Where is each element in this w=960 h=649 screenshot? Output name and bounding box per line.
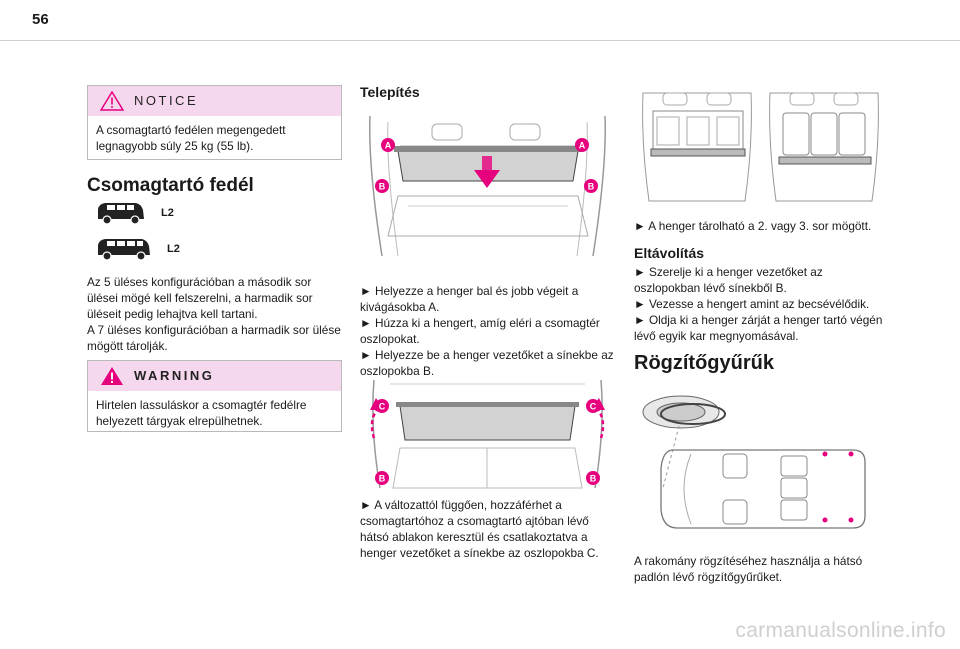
vehicle-row-2: L2 [95,236,180,262]
removal-line: ► Vezesse a hengert amint az becsévélődi… [634,297,870,311]
notice-header: NOTICE [88,86,341,116]
cargo-cover-diagram: A A B B [369,115,606,257]
notice-title: NOTICE [134,93,199,108]
warning-icon [101,367,123,385]
warning-line: helyezett tárgyak elrepülhetnek. [96,414,263,428]
intro-line: ülései mögé kell felszerelni, a harmadik… [87,291,313,305]
step-line: hátsó ablakon keresztül és csatlakoztatv… [360,530,588,544]
removal-title: Eltávolítás [634,245,705,261]
removal-line: ► Oldja ki a henger zárját a henger tart… [634,313,883,327]
removal-line: lévő egyik kar megnyomásával. [634,329,799,343]
step-line: henger vezetőket a sínekbe az oszlopokba… [360,546,599,560]
notice-line: A csomagtartó fedélen megengedett [96,123,286,137]
notice-line: legnagyobb súly 25 kg (55 lb). [96,139,254,153]
vehicle-label: L2 [161,207,174,219]
vehicle-row-1: L2 [95,200,174,226]
step-line: ► Húzza ki a hengert, amíg eléri a csoma… [360,316,600,330]
label-a-right: A [575,138,589,152]
step-line: ► A változattól függően, hozzáférhet a [360,498,562,512]
van-short-icon [98,203,144,225]
step-line: oszlopokba B. [360,364,435,378]
anchor-line: A rakomány rögzítéséhez használja a háts… [634,554,863,568]
header-divider [0,40,960,41]
anchor-ring-icon [642,395,726,429]
svg-text:A: A [385,141,392,151]
intro-line: Az 5 üléses konfigurációban a második so… [87,275,312,289]
svg-text:B: B [588,182,595,192]
svg-text:C: C [590,402,597,412]
section-title: Csomagtartó fedél [87,175,254,196]
warning-text: Hirtelen lassuláskor a csomagtér fedélre… [88,391,341,429]
intro-text: Az 5 üléses konfigurációban a második so… [87,274,341,354]
label-c-left: C [375,399,389,413]
storage-positions-diagram [642,92,879,202]
anchor-text: A rakomány rögzítéséhez használja a háts… [634,553,862,585]
svg-text:B: B [379,182,386,192]
notice-box: NOTICE A csomagtartó fedélen megengedett… [87,85,342,160]
installation-illustration-1: A A B B [360,106,615,276]
anchor-title: Rögzítőgyűrűk [634,352,774,374]
notice-text: A csomagtartó fedélen megengedett legnag… [88,116,341,154]
step-line: ► Helyezze be a henger vezetőket a sínek… [360,348,614,362]
label-b-left-2: B [375,471,389,485]
storage-note: ► A henger tárolható a 2. vagy 3. sor mö… [634,219,872,233]
warning-line: Hirtelen lassuláskor a csomagtér fedélre [96,398,307,412]
installation-title: Telepítés [360,84,420,100]
svg-text:B: B [590,474,597,484]
anchor-rings-diagram [642,395,866,529]
installation-illustration-2: C C B B [360,378,615,490]
label-c-right: C [586,399,600,413]
step-line: csomagtartóhoz a csomagtartó ajtóban lév… [360,514,589,528]
step-line: ► Helyezze a henger bal és jobb végeit a [360,284,579,298]
removal-line: oszlopokban lévő sínekből B. [634,281,787,295]
intro-line: mögött tárolják. [87,339,168,353]
vehicle-label: L2 [167,243,180,255]
caution-icon [100,91,124,111]
svg-text:A: A [579,141,586,151]
intro-line: A 7 üléses konfigurációban a harmadik so… [87,323,341,337]
label-b-right-2: B [586,471,600,485]
storage-illustration [633,83,888,208]
step-line: kivágásokba A. [360,300,440,314]
label-b-right: B [584,179,598,193]
removal-text: ► Szerelje ki a henger vezetőket az oszl… [634,264,882,344]
van-top-view [660,449,866,529]
svg-text:B: B [379,474,386,484]
watermark: carmanualsonline.info [735,619,946,642]
rear-window-diagram: C C B B [370,379,605,489]
installation-steps-2: ► A változattól függően, hozzáférhet a c… [360,497,599,561]
label-b-left: B [375,179,389,193]
installation-steps: ► Helyezze a henger bal és jobb végeit a… [360,283,614,379]
removal-line: ► Szerelje ki a henger vezetőket az [634,265,823,279]
label-a-left: A [381,138,395,152]
van-long-icon [98,239,150,261]
anchor-illustration [633,388,888,538]
warning-header: WARNING [88,361,341,391]
warning-box: WARNING Hirtelen lassuláskor a csomagtér… [87,360,342,432]
anchor-line: padlón lévő rögzítőgyűrűket. [634,570,783,584]
intro-line: üléseit pedig lehajtva kell tartani. [87,307,258,321]
warning-title: WARNING [134,368,215,383]
storage-row-3 [769,92,879,202]
svg-text:C: C [379,402,386,412]
step-line: oszlopokat. [360,332,420,346]
page-number: 56 [32,11,49,28]
storage-row-2 [642,92,752,202]
